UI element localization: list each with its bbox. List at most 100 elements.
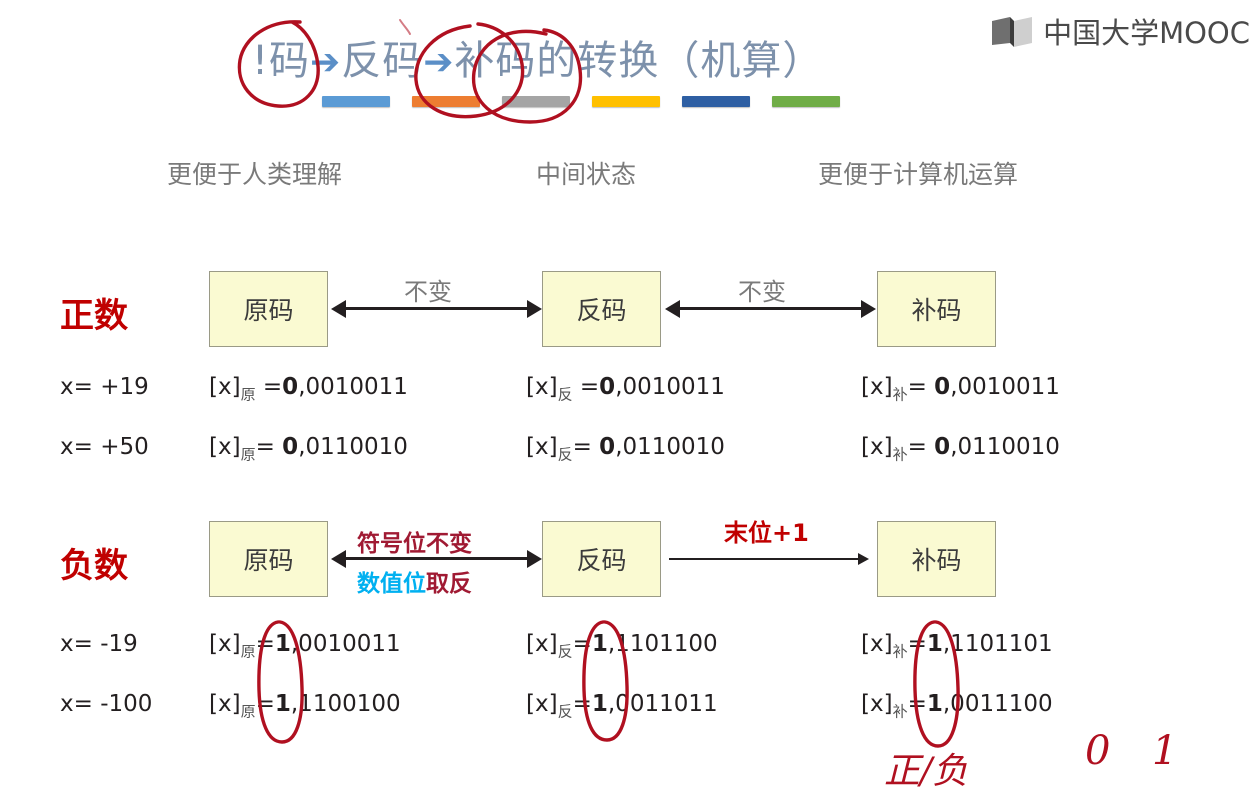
box-negative-source-code: 原码 (209, 521, 328, 597)
positive-arrow-2-head-right (861, 300, 876, 318)
ink-handwritten-sign-note: 正/负 (884, 751, 969, 791)
box-positive-source-code: 原码 (209, 271, 328, 347)
bar-green (772, 96, 840, 107)
formula-subscript: 反 (557, 702, 573, 721)
formula-pos50-twos: [x]补= 0,0110010 (861, 434, 1060, 465)
formula-neg100-twos: [x]补=1,0011100 (861, 691, 1053, 722)
caption-machine-friendly: 更便于计算机运算 (818, 160, 1019, 189)
formula-equals: = (572, 631, 592, 657)
positive-arrow-2-label: 不变 (738, 278, 786, 306)
formula-equals: = (572, 691, 592, 717)
caption-human-readable: 更便于人类理解 (167, 160, 343, 189)
bar-orange (412, 96, 480, 107)
formula-equals: = (255, 691, 275, 717)
title-part-source-code: !码 (252, 38, 311, 84)
positive-arrow-1-label: 不变 (404, 278, 452, 306)
decorative-bar-strip (322, 96, 840, 107)
positive-arrow-1-head-left (331, 300, 346, 318)
formula-subscript: 补 (892, 702, 908, 721)
formula-subscript: 反 (557, 385, 573, 404)
box-negative-ones-complement: 反码 (542, 521, 661, 597)
title-part-ones-complement: 反码 (341, 38, 424, 84)
formula-magnitude: ,0110010 (298, 434, 408, 460)
formula-magnitude: ,0011011 (607, 691, 718, 717)
formula-prefix: [x] (861, 691, 893, 717)
title-tail: 的转换（机算） (536, 38, 824, 84)
formula-neg100-source: [x]原=1,1100100 (209, 691, 401, 722)
formula-pos19-source: [x]原 =0,0010011 (209, 374, 408, 405)
formula-sign-bit: 0 (599, 434, 616, 460)
bar-blue (322, 96, 390, 107)
formula-magnitude: ,1101101 (942, 631, 1053, 657)
formula-sign-bit: 1 (926, 691, 943, 717)
formula-pos19-twos: [x]补= 0,0010011 (861, 374, 1060, 405)
x-value-neg-100: x= -100 (60, 691, 153, 717)
formula-magnitude: ,0010011 (950, 374, 1060, 400)
negative-arrow-2-label: 末位+1 (724, 519, 809, 547)
positive-arrow-2-line (678, 307, 866, 310)
formula-prefix: [x] (209, 434, 241, 460)
bar-yellow (592, 96, 660, 107)
negative-arrow-1-head-left (331, 550, 346, 568)
formula-neg19-ones: [x]反=1,1101100 (526, 631, 718, 662)
positive-arrow-1-line (344, 307, 532, 310)
formula-subscript: 补 (892, 642, 908, 661)
formula-prefix: [x] (526, 691, 558, 717)
title-part-twos-complement: 补码 (454, 38, 537, 84)
formula-magnitude: ,0110010 (615, 434, 725, 460)
formula-magnitude: ,1100100 (290, 691, 401, 717)
formula-subscript: 补 (892, 445, 908, 464)
formula-pos50-ones: [x]反= 0,0110010 (526, 434, 725, 465)
formula-magnitude: ,0110010 (950, 434, 1060, 460)
mooc-logo: 中国大学MOOC (990, 10, 1250, 52)
negative-label-invert: 取反 (426, 571, 472, 597)
row-label-negative: 负数 (60, 546, 128, 586)
page-title: !码➔反码➔补码的转换（机算） (252, 28, 823, 86)
formula-magnitude: ,0010011 (298, 374, 408, 400)
negative-arrow-1-label-bottom: 数值位取反 (357, 564, 472, 598)
bar-gray (502, 96, 570, 107)
formula-neg19-source: [x]原=1,0010011 (209, 631, 401, 662)
formula-sign-bit: 0 (934, 374, 951, 400)
formula-equals: = (572, 434, 600, 460)
formula-equals: = (907, 691, 927, 717)
formula-sign-bit: 0 (282, 434, 299, 460)
formula-sign-bit: 0 (599, 374, 616, 400)
box-positive-ones-complement: 反码 (542, 271, 661, 347)
formula-subscript: 原 (240, 445, 256, 464)
box-positive-twos-complement: 补码 (877, 271, 996, 347)
formula-sign-bit: 0 (282, 374, 299, 400)
x-value-pos-19: x= +19 (60, 374, 149, 400)
positive-arrow-2-head-left (665, 300, 680, 318)
ink-handwritten-zero: 0 (1085, 728, 1111, 774)
formula-sign-bit: 1 (591, 691, 608, 717)
formula-equals: = (255, 631, 275, 657)
negative-arrow-2-head (858, 553, 869, 565)
negative-arrow-1-head-right (527, 550, 542, 568)
formula-sign-bit: 1 (274, 691, 291, 717)
negative-arrow-2-line (669, 558, 860, 560)
formula-subscript: 补 (892, 385, 908, 404)
formula-prefix: [x] (861, 631, 893, 657)
formula-prefix: [x] (526, 631, 558, 657)
x-value-neg-19: x= -19 (60, 631, 138, 657)
row-label-positive: 正数 (60, 296, 128, 336)
formula-sign-bit: 0 (934, 434, 951, 460)
book-mark-icon (990, 15, 1036, 47)
formula-equals: = (255, 374, 283, 400)
formula-equals: = (907, 631, 927, 657)
formula-equals: = (572, 374, 600, 400)
formula-equals: = (907, 434, 935, 460)
x-value-pos-50: x= +50 (60, 434, 149, 460)
formula-neg100-ones: [x]反=1,0011011 (526, 691, 718, 722)
mooc-logo-text: 中国大学MOOC (1043, 16, 1250, 50)
formula-prefix: [x] (861, 374, 893, 400)
formula-magnitude: ,0011100 (942, 691, 1053, 717)
negative-label-value-bits: 数值位 (357, 571, 426, 597)
formula-neg19-twos: [x]补=1,1101101 (861, 631, 1053, 662)
formula-prefix: [x] (209, 374, 241, 400)
formula-sign-bit: 1 (591, 631, 608, 657)
formula-prefix: [x] (526, 434, 558, 460)
formula-pos50-source: [x]原= 0,0110010 (209, 434, 408, 465)
